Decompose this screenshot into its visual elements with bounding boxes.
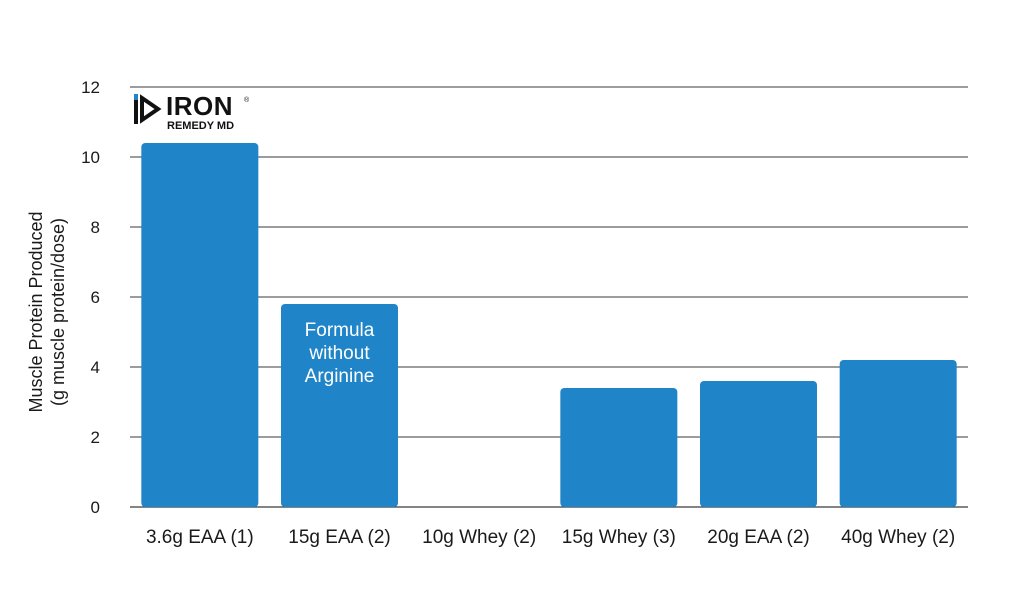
y-tick-label: 2: [91, 428, 100, 447]
gridlines: [130, 86, 968, 508]
y-tick-label: 12: [81, 78, 100, 97]
category-label: 15g EAA (2): [288, 527, 390, 548]
bar-5: [839, 360, 957, 507]
category-label: 15g Whey (3): [562, 527, 676, 548]
logo-text-main: IRON: [166, 91, 233, 121]
y-tick-labels: 0 2 4 6 8 10 12: [81, 78, 100, 517]
y-tick-label: 10: [81, 148, 100, 167]
category-label: 3.6g EAA (1): [146, 527, 254, 548]
bar-annotation-line: without: [308, 343, 370, 364]
y-tick-label: 6: [91, 288, 100, 307]
bar-annotation-line: Arginine: [305, 366, 375, 387]
logo-registered: ®: [244, 96, 250, 104]
y-tick-label: 0: [91, 498, 100, 517]
iron-remedy-logo: IRON ® REMEDY MD: [134, 91, 250, 132]
bar-annotation-line: Formula: [305, 320, 375, 341]
y-axis-title-line-2: (g muscle protein/dose): [48, 218, 68, 406]
bar-0: [141, 143, 259, 507]
y-axis-title: Muscle Protein Produced (g muscle protei…: [26, 211, 68, 412]
category-label: 40g Whey (2): [841, 527, 955, 548]
logo-mark-icon: [134, 94, 162, 124]
bar-3: [560, 388, 678, 507]
logo-text-sub: REMEDY MD: [167, 120, 234, 132]
category-labels: 3.6g EAA (1) 15g EAA (2) 10g Whey (2) 15g W…: [146, 527, 955, 548]
category-label: 20g EAA (2): [707, 527, 809, 548]
bar-1: [281, 304, 398, 507]
category-label: 10g Whey (2): [422, 527, 536, 548]
bars: [141, 143, 957, 507]
y-tick-label: 8: [91, 218, 100, 237]
bar-4: [700, 381, 817, 507]
y-axis-title-line-1: Muscle Protein Produced: [26, 211, 46, 412]
y-tick-label: 4: [91, 358, 100, 377]
